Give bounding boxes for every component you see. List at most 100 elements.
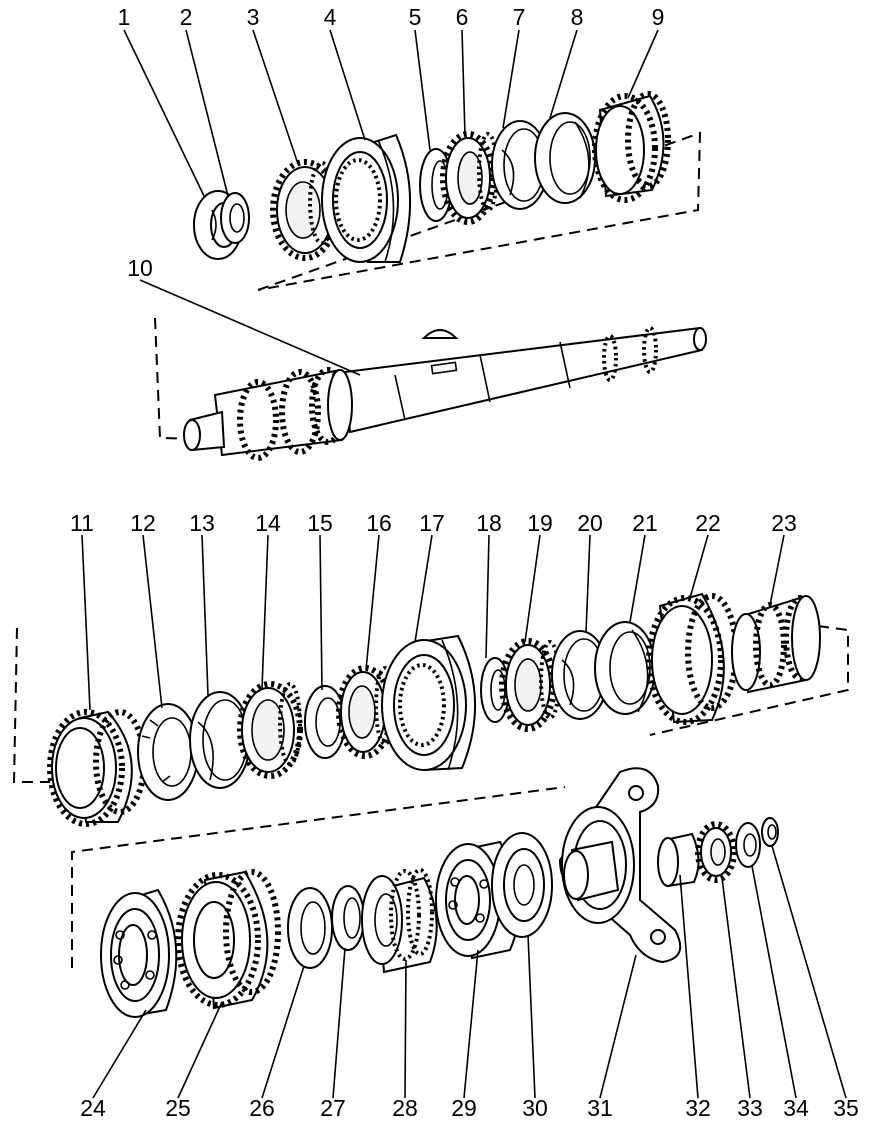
- leader-line-35: [771, 845, 847, 1099]
- part-label-21: 21: [632, 510, 658, 536]
- part-label-33: 33: [737, 1095, 763, 1121]
- part-18-ring: [480, 657, 510, 723]
- leader-line-8: [549, 29, 578, 119]
- part-label-16: 16: [366, 510, 392, 536]
- part-21-ring: [594, 621, 656, 715]
- leader-line-22: [689, 534, 709, 599]
- middle-group-outline-right: [649, 625, 849, 736]
- leader-line-21: [629, 534, 646, 623]
- part-label-23: 23: [771, 510, 797, 536]
- part-17-sleeve: [381, 634, 476, 772]
- lower-group-outline: [71, 786, 566, 968]
- part-24-ball-bearing: [100, 888, 178, 1018]
- leader-line-23: [769, 534, 785, 606]
- part-22-gear: [646, 592, 739, 725]
- part-label-9: 9: [652, 4, 665, 30]
- leader-line-1: [123, 29, 206, 199]
- part-25-gear: [175, 869, 281, 1010]
- part-label-28: 28: [392, 1095, 418, 1121]
- part-label-14: 14: [255, 510, 281, 536]
- part-label-13: 13: [189, 510, 215, 536]
- leader-line-31: [599, 954, 637, 1099]
- part-30-bearing-race: [491, 832, 553, 938]
- part-label-8: 8: [571, 4, 584, 30]
- part-label-27: 27: [320, 1095, 346, 1121]
- part-label-35: 35: [833, 1095, 859, 1121]
- leader-line-32: [679, 874, 699, 1099]
- part-10-main-shaft: [183, 326, 707, 461]
- leader-line-13: [201, 534, 209, 696]
- part-19-synchro-ring: [499, 638, 561, 732]
- main-shaft-group: [154, 317, 707, 461]
- upper-parts-group: [193, 91, 702, 291]
- part-35-nut: [761, 817, 779, 847]
- part-label-24: 24: [80, 1095, 106, 1121]
- leader-line-9: [627, 29, 659, 99]
- part-13-spring: [189, 691, 251, 789]
- leader-line-24: [92, 1009, 147, 1099]
- part-label-5: 5: [409, 4, 422, 30]
- part-label-18: 18: [476, 510, 502, 536]
- leader-line-3: [252, 29, 299, 165]
- part-label-17: 17: [419, 510, 445, 536]
- part-9-gear: [592, 91, 671, 203]
- leader-line-17: [414, 534, 433, 643]
- leader-line-10: [139, 279, 361, 376]
- leader-line-34: [751, 865, 797, 1099]
- part-label-12: 12: [130, 510, 156, 536]
- leader-line-33: [721, 877, 751, 1099]
- part-label-26: 26: [249, 1095, 275, 1121]
- part-label-34: 34: [783, 1095, 809, 1121]
- leader-line-7: [502, 29, 520, 129]
- part-label-20: 20: [577, 510, 603, 536]
- part-26-washer: [287, 887, 333, 969]
- leader-line-16: [365, 534, 380, 671]
- lower-parts-group: [71, 767, 779, 1018]
- part-8-ring: [534, 112, 596, 204]
- leader-line-30: [527, 934, 536, 1099]
- leader-line-28: [404, 959, 407, 1099]
- part-12-synchro-ring: [137, 703, 199, 801]
- part-label-3: 3: [247, 4, 260, 30]
- part-4-sleeve: [321, 133, 411, 263]
- part-label-31: 31: [587, 1095, 613, 1121]
- leader-line-20: [585, 534, 591, 633]
- leader-line-11: [81, 534, 91, 711]
- part-label-30: 30: [522, 1095, 548, 1121]
- leader-line-14: [261, 534, 269, 689]
- leader-line-25: [177, 1001, 223, 1099]
- part-label-11: 11: [70, 510, 94, 536]
- part-14-synchro-ring: [237, 681, 303, 779]
- leader-line-19: [524, 534, 541, 643]
- part-27-snap-ring: [331, 885, 365, 951]
- part-31-retainer-plate: [558, 767, 682, 964]
- part-label-25: 25: [165, 1095, 191, 1121]
- part-15-ring: [304, 685, 346, 759]
- part-label-1: 1: [118, 4, 131, 30]
- part-11-gear: [47, 709, 147, 827]
- part-labels: 1 2 3 4 5 6 7 8 9 10 11 12 13 14 15 16 1…: [70, 4, 859, 1121]
- leader-line-18: [485, 534, 490, 659]
- part-label-22: 22: [695, 510, 721, 536]
- leader-line-12: [142, 534, 163, 709]
- part-2-spring-washer: [220, 192, 250, 244]
- middle-parts-group: [12, 592, 849, 827]
- leader-line-2: [185, 29, 229, 197]
- part-6-synchro-ring: [440, 131, 499, 225]
- part-33-small-bearing: [695, 821, 737, 883]
- part-label-10: 10: [127, 255, 153, 281]
- part-23-needle-bearing: [731, 595, 821, 694]
- part-label-6: 6: [456, 4, 469, 30]
- part-label-19: 19: [527, 510, 553, 536]
- part-label-15: 15: [307, 510, 333, 536]
- leader-line-27: [332, 947, 346, 1099]
- part-label-7: 7: [513, 4, 526, 30]
- leader-line-26: [261, 965, 305, 1099]
- part-label-29: 29: [451, 1095, 477, 1121]
- part-label-4: 4: [324, 4, 337, 30]
- leader-line-15: [319, 534, 323, 691]
- part-label-2: 2: [180, 4, 193, 30]
- leader-line-5: [414, 29, 431, 151]
- part-34-washer: [735, 822, 761, 868]
